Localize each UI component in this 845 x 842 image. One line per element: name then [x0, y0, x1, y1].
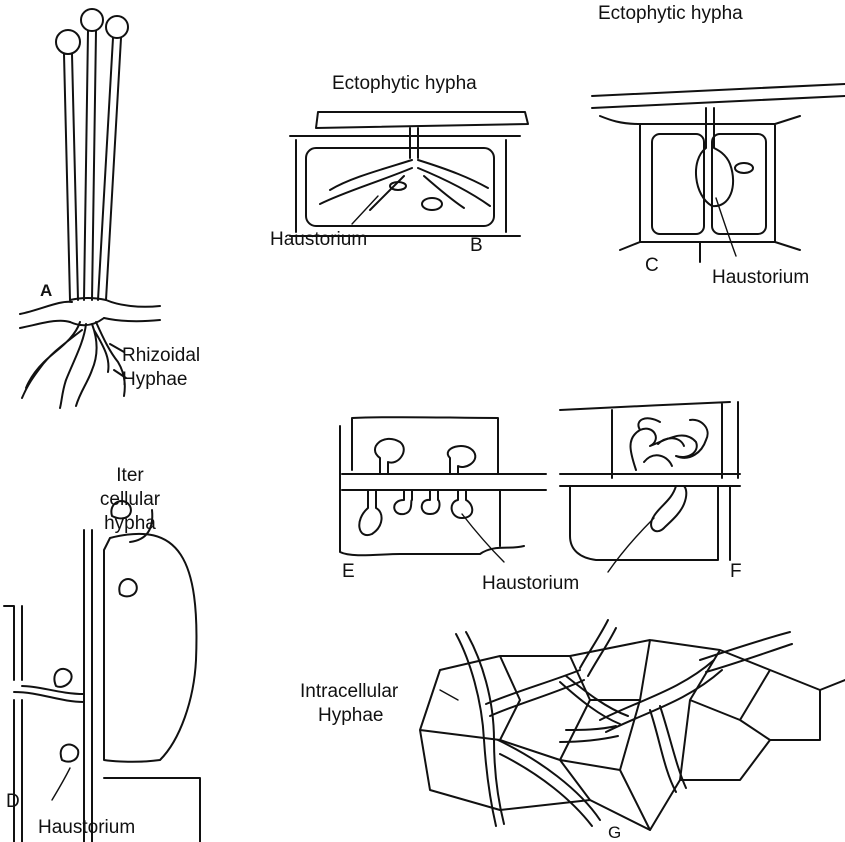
- haustorium-ef-label: Haustorium: [482, 574, 579, 593]
- rhizoidal-label: Rhizoidal: [122, 346, 200, 365]
- sporangium-head: [81, 9, 103, 31]
- panel-d-letter: D: [6, 792, 20, 811]
- panel-c-letter: C: [645, 256, 659, 275]
- panel-f-cells: [560, 402, 740, 572]
- ectophytic-hypha-c-label: Ectophytic hypha: [598, 4, 743, 23]
- hyphae-g-label: Hyphae: [318, 706, 384, 725]
- intercellular-hypha-label-line1: Iter: [100, 466, 160, 485]
- panel-b-cell: [290, 112, 528, 236]
- panel-e-letter: E: [342, 562, 355, 581]
- haustorium: [54, 669, 71, 687]
- panel-g-letter: G: [608, 824, 621, 841]
- host-cell-wall: [560, 402, 740, 560]
- haustorium-d-label: Haustorium: [38, 818, 135, 837]
- panel-f-letter: F: [730, 562, 742, 581]
- panel-b-letter: B: [470, 236, 483, 255]
- sporangium-head: [56, 30, 80, 54]
- haustorium: [375, 439, 404, 474]
- intercellular-hypha-label-line2: cellular: [90, 490, 170, 509]
- host-cell-wall: [600, 116, 800, 262]
- ectophytic-hypha: [592, 84, 845, 108]
- haustorium-c-label: Haustorium: [712, 268, 809, 287]
- sporangiophore-stalk: [64, 54, 78, 300]
- sporangiophore-stalk: [98, 38, 121, 300]
- ectophytic-hypha: [316, 112, 528, 128]
- haustorium: [696, 108, 733, 206]
- sporangium-head: [106, 16, 128, 38]
- rhizoids: [22, 322, 125, 408]
- panel-a-letter: A: [40, 282, 52, 299]
- intracellular-label: Intracellular: [300, 682, 398, 701]
- panel-g-cells: [420, 620, 845, 830]
- haustorium-peg: [410, 128, 418, 158]
- panel-c-cells: [592, 84, 845, 262]
- ectophytic-hypha-b-label: Ectophytic hypha: [332, 74, 477, 93]
- haustorium-b-label: Haustorium: [270, 230, 367, 249]
- panel-d-cells: [4, 501, 200, 842]
- panel-e-cells: [340, 417, 546, 562]
- sporangiophore-stalk: [84, 31, 96, 300]
- intercellular-hypha-label-line3: hypha: [90, 514, 170, 533]
- hyphae-a-label: Hyphae: [122, 370, 188, 389]
